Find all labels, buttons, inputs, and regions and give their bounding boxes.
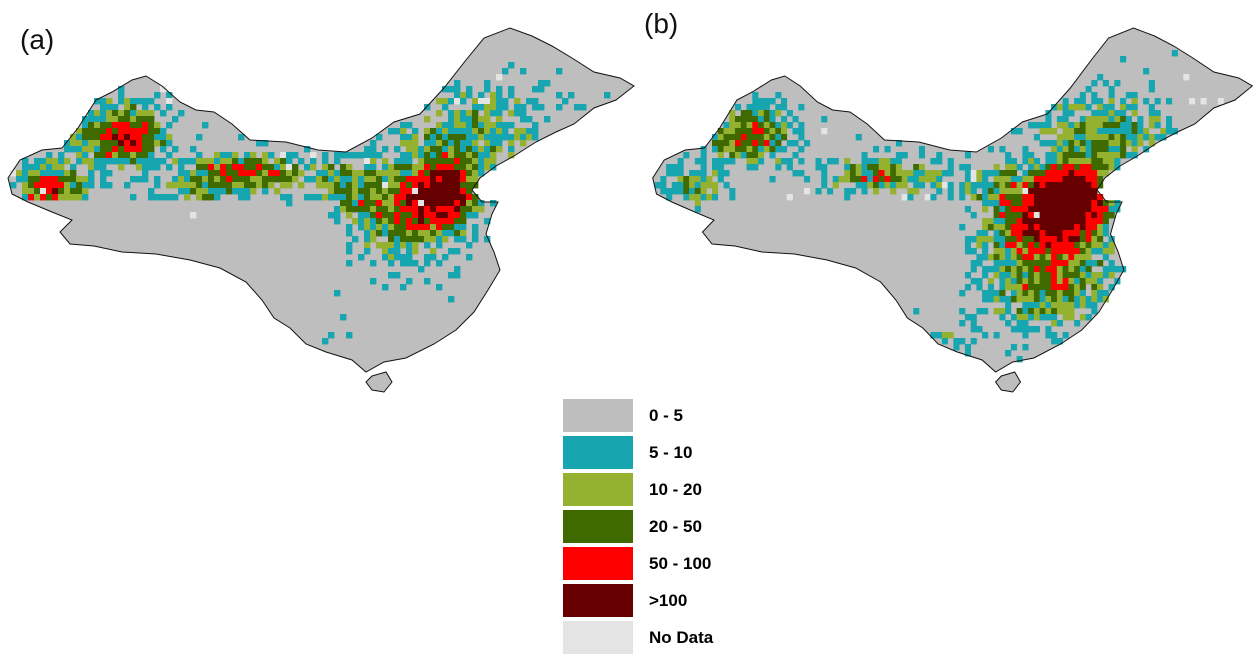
legend-swatch xyxy=(563,510,633,543)
legend-item: 20 - 50 xyxy=(563,508,763,545)
panel-label-a: (a) xyxy=(20,24,55,55)
legend-label: 50 - 100 xyxy=(649,553,712,573)
map-island-border xyxy=(365,371,393,393)
legend-swatch xyxy=(563,584,633,617)
map-grid-cells xyxy=(10,62,611,345)
legend-swatch xyxy=(563,473,633,506)
legend-label: 20 - 50 xyxy=(649,516,702,536)
map-border xyxy=(652,27,1254,373)
legend-label: 5 - 10 xyxy=(649,442,693,462)
map-island xyxy=(366,372,392,392)
map-border xyxy=(7,27,635,373)
legend-item: 5 - 10 xyxy=(563,434,763,471)
legend-item: No Data xyxy=(563,619,763,656)
legend-swatch xyxy=(563,436,633,469)
map-island xyxy=(995,372,1021,392)
map-panel-b xyxy=(652,27,1254,393)
legend-label: 10 - 20 xyxy=(649,479,702,499)
legend-item: >100 xyxy=(563,582,763,619)
legend-item: 0 - 5 xyxy=(563,397,763,434)
legend-item: 50 - 100 xyxy=(563,545,763,582)
legend-label: >100 xyxy=(649,590,688,610)
panel-label-b: (b) xyxy=(644,8,679,39)
map-island-border xyxy=(994,371,1022,393)
legend-label: 0 - 5 xyxy=(649,405,684,425)
map-grid-cells xyxy=(654,50,1224,363)
legend-swatch xyxy=(563,547,633,580)
legend-swatch xyxy=(563,621,633,654)
map-panel-a xyxy=(7,27,635,393)
legend-swatch xyxy=(563,399,633,432)
legend: 0 - 5 5 - 10 10 - 20 20 - 50 50 - 100 >1… xyxy=(563,397,763,656)
legend-item: 10 - 20 xyxy=(563,471,763,508)
legend-label: No Data xyxy=(649,627,714,647)
